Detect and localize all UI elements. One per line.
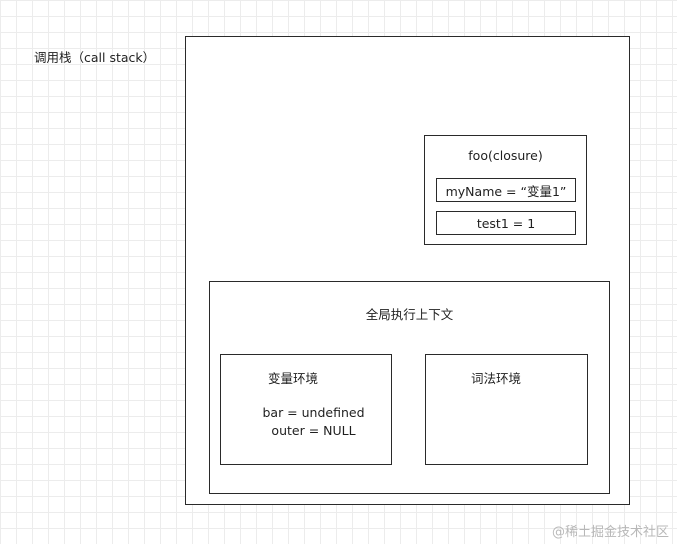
global-context-title: 全局执行上下文 — [365, 307, 454, 322]
variable-environment-box: 变量环境 bar = undefined outer = NULL — [220, 354, 392, 465]
variable-outer: outer = NULL — [271, 423, 356, 438]
lexical-environment-title: 词法环境 — [471, 371, 522, 386]
closure-var-test1: test1 = 1 — [436, 211, 576, 235]
closure-title: foo(closure) — [468, 148, 543, 163]
call-stack-label: 调用栈（call stack） — [34, 50, 156, 65]
global-execution-context: 全局执行上下文 变量环境 bar = undefined outer = NUL… — [209, 281, 610, 494]
closure-box: foo(closure) myName = “变量1” test1 = 1 — [424, 135, 587, 245]
closure-var-myname: myName = “变量1” — [436, 178, 576, 202]
variable-environment-title: 变量环境 — [268, 371, 319, 386]
variable-bar: bar = undefined — [262, 405, 365, 420]
lexical-environment-box: 词法环境 — [425, 354, 588, 465]
watermark: @稀土掘金技术社区 — [551, 525, 669, 540]
